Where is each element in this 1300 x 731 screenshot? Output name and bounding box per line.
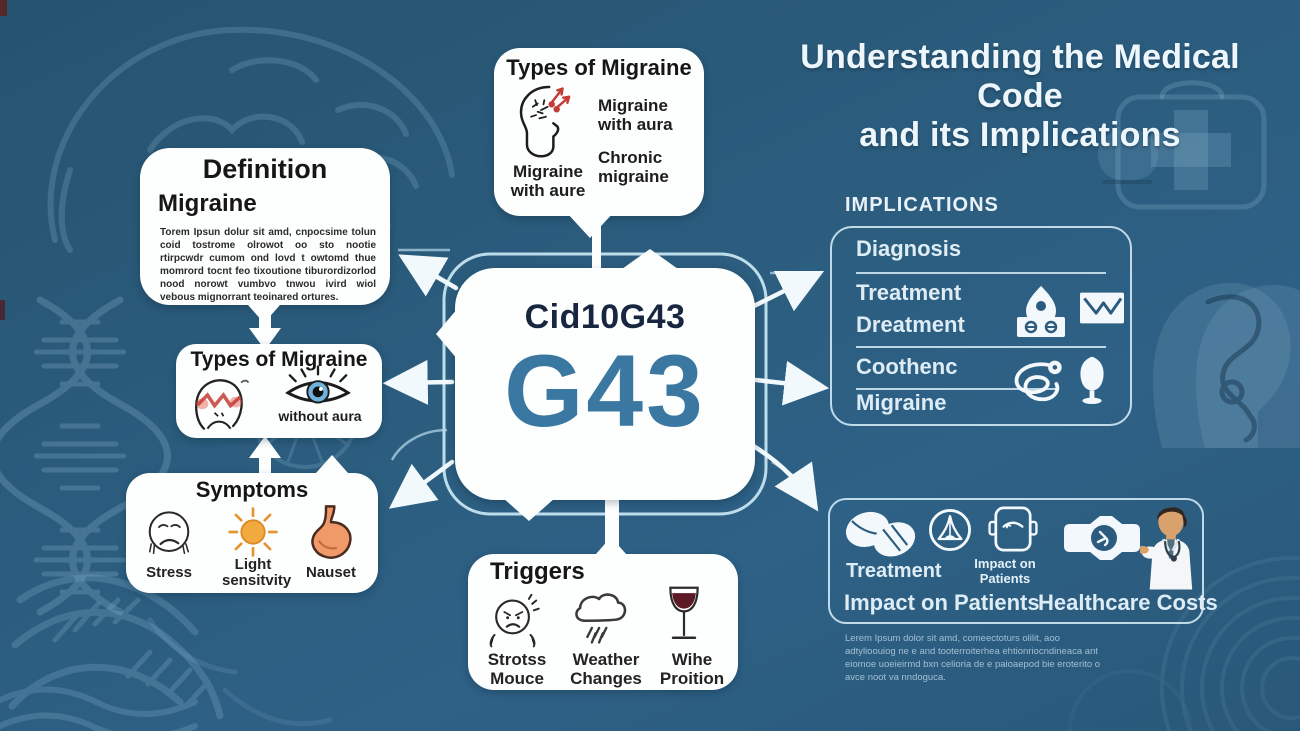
symptoms-box: Symptoms <box>126 455 378 593</box>
stethoscope-icon <box>1002 356 1070 412</box>
center-code-value: G43 <box>504 334 706 448</box>
stomach-icon <box>302 503 360 563</box>
label-migraine-with-aure: Migraine with aure <box>510 162 586 200</box>
implication-migraine: Migraine <box>856 390 947 415</box>
trigger-label: Wihe Proition <box>659 650 725 688</box>
bubble-tail <box>316 455 348 473</box>
trigger-label: Weather Changes <box>570 650 642 688</box>
center-code-label: Cid10G43 <box>524 298 686 336</box>
impact-panel: Treatment Impact on Patients <box>828 498 1218 624</box>
implication-dreatment: Dreatment <box>856 312 965 337</box>
stressed-face-icon <box>486 594 544 648</box>
monitor-face-icon <box>988 506 1038 552</box>
doctor-icon <box>1140 500 1198 590</box>
implications-heading: IMPLICATIONS <box>845 194 999 216</box>
symptoms-heading: Symptoms <box>195 477 309 502</box>
symptom-label: Nauset <box>305 564 357 581</box>
envelope-icon <box>1080 292 1124 324</box>
arrow-left <box>382 359 455 405</box>
impact-footnote: Lerem Ipsum dolor sit amd, comeectoturs … <box>845 633 1101 683</box>
glass-icon <box>1076 352 1108 408</box>
head-spark-icon <box>508 82 574 158</box>
arrow-right <box>753 360 830 406</box>
arrow-up-left <box>398 254 459 297</box>
eye-icon <box>284 364 352 410</box>
head-pain-icon <box>188 372 250 434</box>
bubble-tail <box>248 305 280 323</box>
bubble-tail-top <box>622 249 678 269</box>
implication-diagnosis: Diagnosis <box>856 236 962 261</box>
rain-cloud-icon <box>568 590 632 646</box>
triggers-heading: Triggers <box>490 558 585 585</box>
page-title-line2: and its Implications <box>859 116 1181 154</box>
divider <box>856 388 1056 390</box>
arrow-up-right <box>751 270 825 312</box>
wine-glass-icon <box>664 584 704 646</box>
impact-patients-label: Impact on Patients <box>844 590 1040 615</box>
healthcare-costs-label: Healthcare Costs <box>1038 590 1218 615</box>
dna-helix-diagonal <box>0 574 333 731</box>
impact-caption: Impact on Patients <box>974 556 1036 586</box>
computer-user-icon <box>1010 284 1072 342</box>
bubble-tail-bottom <box>503 498 555 521</box>
implication-treatment: Treatment <box>856 280 962 305</box>
definition-subheading: Migraine <box>158 190 257 217</box>
divider <box>856 272 1106 274</box>
divider <box>856 346 1106 348</box>
types-of-migraine-left-box: Types of Migraine wi <box>176 344 382 438</box>
bubble-tail <box>566 212 614 238</box>
implications-panel: Diagnosis Treatment Dreatment Coothenc M… <box>830 226 1132 426</box>
top-box-heading: Types of Migraine <box>506 55 692 80</box>
types-of-migraine-top-box: Types of Migraine Migraine with aura Chr… <box>494 48 704 238</box>
definition-heading: Definition <box>202 154 328 184</box>
arrow-down-right <box>747 441 819 512</box>
implication-coothenc: Coothenc <box>856 354 958 379</box>
badge-icon <box>1060 516 1144 560</box>
sun-icon <box>226 505 280 559</box>
label-without-aura: without aura <box>278 408 362 424</box>
page-title: Understanding the Medical Code and its I… <box>764 38 1276 155</box>
sad-face-icon <box>140 507 198 561</box>
page-title-line1: Understanding the Medical Code <box>800 38 1240 115</box>
head-silhouettes <box>1152 282 1300 448</box>
triggers-box: Triggers <box>468 537 738 690</box>
definition-box: Definition Migraine Torem Ipsun dolur si… <box>140 148 390 323</box>
symptom-label: Stress <box>146 564 192 581</box>
impact-treatment-label: Treatment <box>846 560 942 582</box>
label-migraine-with-aura: Migraine with aura <box>598 96 673 134</box>
circle-tower-icon <box>928 508 972 552</box>
symptom-label: Light sensitvity <box>222 556 292 589</box>
arrow-down-left <box>388 459 455 509</box>
definition-body: Torem Ipsun dolur sit amd, cnpocsime tol… <box>160 227 376 303</box>
label-chronic-migraine: Chronic migraine <box>598 148 669 186</box>
center-code-box: Cid10G43 G43 <box>436 249 755 521</box>
pills-icon <box>842 506 920 560</box>
trigger-label: Strotss Mouce <box>487 650 547 688</box>
left-box-heading: Types of Migraine <box>190 348 368 371</box>
edge-artifact <box>0 300 5 320</box>
bubble-tail <box>596 537 626 554</box>
edge-artifact <box>0 0 7 16</box>
